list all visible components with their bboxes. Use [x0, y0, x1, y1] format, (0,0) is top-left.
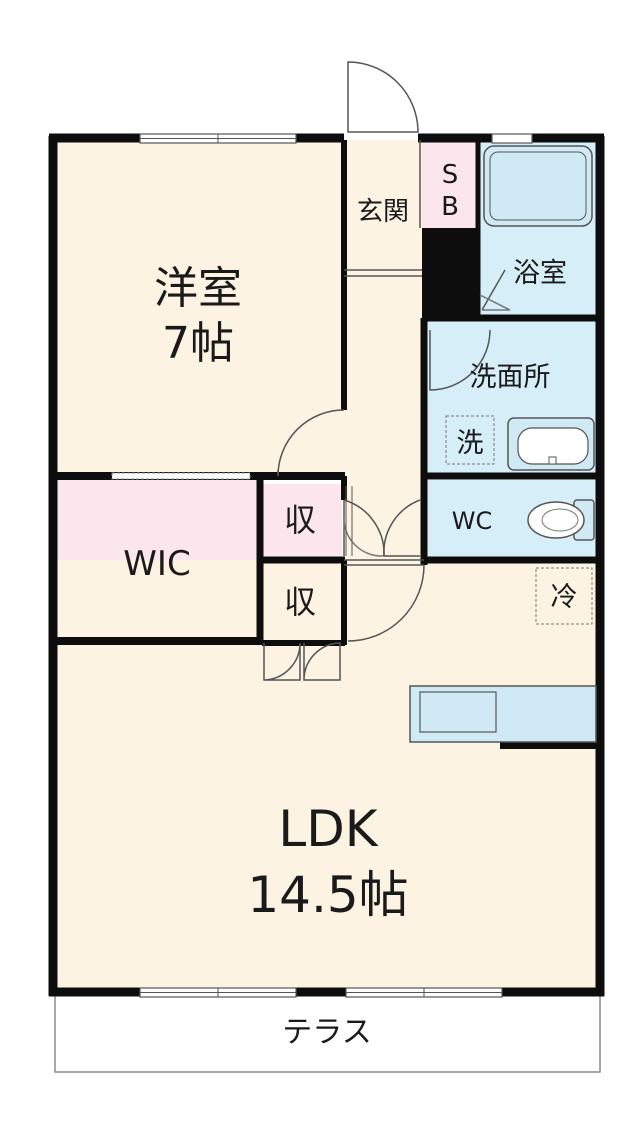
thin-partitions	[344, 140, 424, 566]
ldk-name: LDK	[278, 800, 378, 858]
toilet-icon	[527, 499, 595, 541]
windows	[111, 133, 533, 998]
shoe-box-area	[422, 140, 478, 228]
fridge-box	[535, 567, 593, 625]
storage-top-floor	[262, 484, 342, 556]
hall-floor	[344, 140, 422, 565]
storage-bottom-label: 収	[284, 583, 316, 621]
washer-label: 洗	[457, 428, 484, 459]
pipe-shaft	[422, 228, 478, 318]
bath-label: 浴室	[513, 258, 567, 289]
storage-top-label: 収	[284, 501, 316, 539]
shoe-box-line1: S	[442, 160, 459, 190]
sink-icon	[507, 417, 595, 471]
shoe-box-line2: B	[441, 192, 459, 222]
door-swing-icon	[263, 61, 511, 681]
washer-box	[445, 415, 495, 465]
genkan-label: 玄関	[357, 197, 409, 227]
terrace-label: テラス	[282, 1015, 371, 1050]
wic-label: WIC	[123, 544, 190, 584]
ldk-size: 14.5帖	[247, 866, 408, 924]
western-room-name: 洋室	[154, 263, 242, 314]
western-room-floor	[55, 140, 344, 473]
fridge-label: 冷	[551, 582, 578, 613]
terrace	[54, 991, 601, 1073]
kitchen-counter-icon	[409, 685, 597, 743]
western-room-size: 7帖	[162, 318, 234, 369]
washroom-label: 洗面所	[470, 362, 551, 393]
bathtub-icon	[483, 145, 593, 227]
ldk-floor-left	[55, 642, 345, 992]
wc-label: WC	[452, 507, 493, 535]
